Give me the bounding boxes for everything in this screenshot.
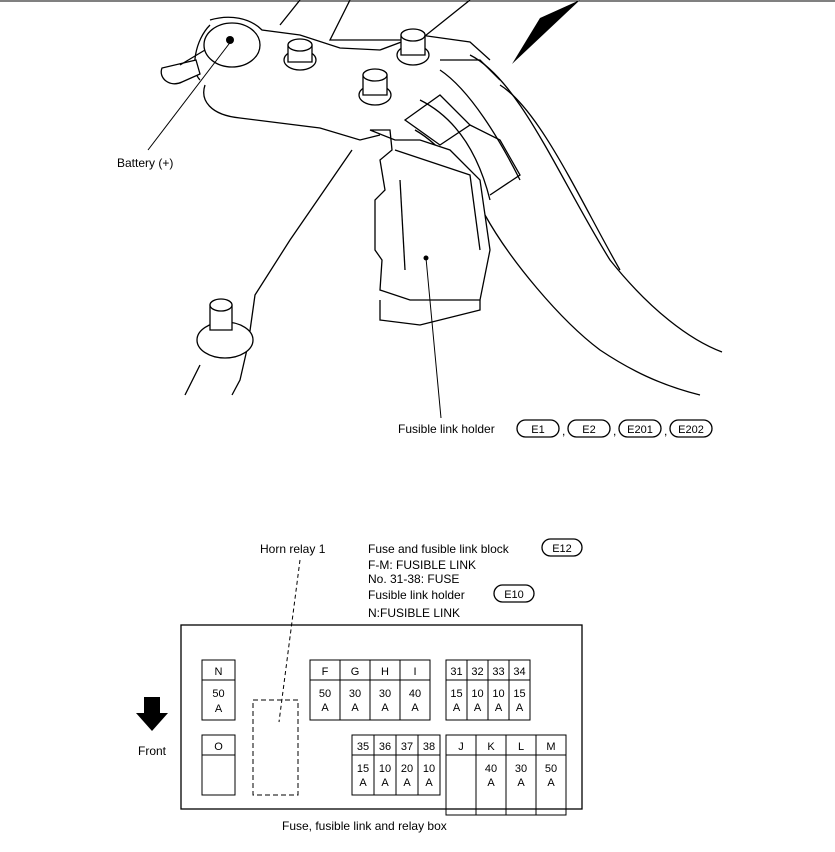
fuse-amp-label: 15	[357, 763, 369, 775]
fuse-amp-label: 15	[513, 688, 525, 700]
battery-label: Battery (+)	[117, 156, 173, 170]
fuse-unit-label: A	[381, 702, 389, 714]
fusible-holder-label: Fusible link holder	[398, 422, 495, 436]
horn-relay-outline	[252, 699, 299, 796]
battery-illustration	[160, 0, 723, 396]
fuse-group-35-38: 35 15A 36 10A 37 20A 38 10A	[351, 734, 441, 796]
connector-e201: E201	[618, 419, 662, 438]
battery-leader-line	[147, 39, 233, 151]
svg-text:E2: E2	[582, 424, 595, 436]
fuse-unit-label: A	[547, 777, 555, 789]
fuse-id-label: 31	[450, 666, 462, 678]
connector-e202: E202	[669, 419, 713, 438]
slot-o: O	[201, 734, 236, 796]
fuse-id-label: 35	[357, 741, 369, 753]
fuse-amp-label: 10	[379, 763, 391, 775]
fuse-id-label: H	[381, 666, 389, 678]
bolt-3	[396, 28, 430, 66]
svg-text:O: O	[214, 741, 223, 753]
fuse-id-label: G	[351, 666, 360, 678]
fuse-unit-label: A	[359, 777, 367, 789]
bolt-2	[358, 68, 392, 106]
fuse-id-label: 36	[379, 741, 391, 753]
svg-text:E1: E1	[531, 424, 544, 436]
fuse-unit-label: A	[474, 702, 482, 714]
fuse-id-label: 34	[513, 666, 525, 678]
fuse-id-label: K	[487, 741, 495, 753]
n-label: N:FUSIBLE LINK	[368, 606, 460, 620]
fuse-id-label: L	[518, 741, 524, 753]
fuse-id-label: 32	[471, 666, 483, 678]
bolt-1	[283, 38, 317, 71]
fuse-group-31-34: 31 15A 32 10A 33 10A 34 15A	[445, 659, 531, 721]
fuse-id-label: 33	[492, 666, 504, 678]
fuse-amp-label: 15	[450, 688, 462, 700]
fuse-amp-label: 30	[515, 763, 527, 775]
fuse-amp-label: 30	[349, 688, 361, 700]
fuse-group-f-i: F 50A G 30A H 30A I 40A	[309, 659, 431, 721]
connector-e12: E12	[541, 538, 583, 557]
connector-e10: E10	[493, 584, 535, 603]
fuse-unit-label: A	[495, 702, 503, 714]
fuse-unit-label: A	[516, 702, 524, 714]
fuse-unit-label: A	[517, 777, 525, 789]
horn-relay-label: Horn relay 1	[260, 542, 326, 556]
relay-box-outline	[180, 624, 583, 810]
holder-leader-line	[425, 257, 442, 419]
fuse-amp-label: 50	[319, 688, 331, 700]
holder-label: Fusible link holder	[368, 588, 465, 602]
connector-e2: E2	[567, 419, 611, 438]
fm-label: F-M: FUSIBLE LINK	[368, 558, 476, 572]
fuse-id-label: 37	[401, 741, 413, 753]
svg-text:A: A	[215, 703, 223, 715]
horn-relay-leader	[278, 559, 301, 723]
fuse-unit-label: A	[411, 702, 419, 714]
svg-text:E10: E10	[504, 589, 524, 601]
svg-text:E201: E201	[627, 424, 653, 436]
fuse-label: No. 31-38: FUSE	[368, 572, 459, 586]
fuse-unit-label: A	[321, 702, 329, 714]
box-caption: Fuse, fusible link and relay box	[282, 819, 447, 833]
fuse-id-label: F	[322, 666, 329, 678]
fuse-unit-label: A	[453, 702, 461, 714]
separator-3: ,	[664, 424, 667, 438]
connector-e1: E1	[516, 419, 560, 438]
svg-text:50: 50	[212, 688, 224, 700]
fuse-unit-label: A	[425, 777, 433, 789]
front-arrow-icon	[136, 697, 168, 731]
fuse-id-label: 38	[423, 741, 435, 753]
fuse-amp-label: 10	[423, 763, 435, 775]
separator-1: ,	[562, 424, 565, 438]
fuse-amp-label: 20	[401, 763, 413, 775]
svg-text:N: N	[215, 666, 223, 678]
fuse-amp-label: 40	[485, 763, 497, 775]
slot-n: N 50 A	[201, 659, 236, 721]
fuse-unit-label: A	[487, 777, 495, 789]
fuse-unit-label: A	[381, 777, 389, 789]
svg-text:E12: E12	[552, 543, 572, 555]
fuse-unit-label: A	[403, 777, 411, 789]
front-label: Front	[138, 744, 167, 758]
svg-text:E202: E202	[678, 424, 704, 436]
fuse-unit-label: A	[351, 702, 359, 714]
block-label: Fuse and fusible link block	[368, 542, 510, 556]
fuse-id-label: M	[546, 741, 555, 753]
fuse-id-label: J	[458, 741, 464, 753]
fuse-group-j-m: J K 40A L 30A M 50A	[445, 734, 567, 816]
fuse-amp-label: 50	[545, 763, 557, 775]
fuse-id-label: I	[413, 666, 416, 678]
fuse-amp-label: 10	[471, 688, 483, 700]
fuse-amp-label: 40	[409, 688, 421, 700]
pointer-wedge	[512, 0, 580, 64]
fuse-amp-label: 10	[492, 688, 504, 700]
fuse-amp-label: 30	[379, 688, 391, 700]
separator-2: ,	[613, 424, 616, 438]
